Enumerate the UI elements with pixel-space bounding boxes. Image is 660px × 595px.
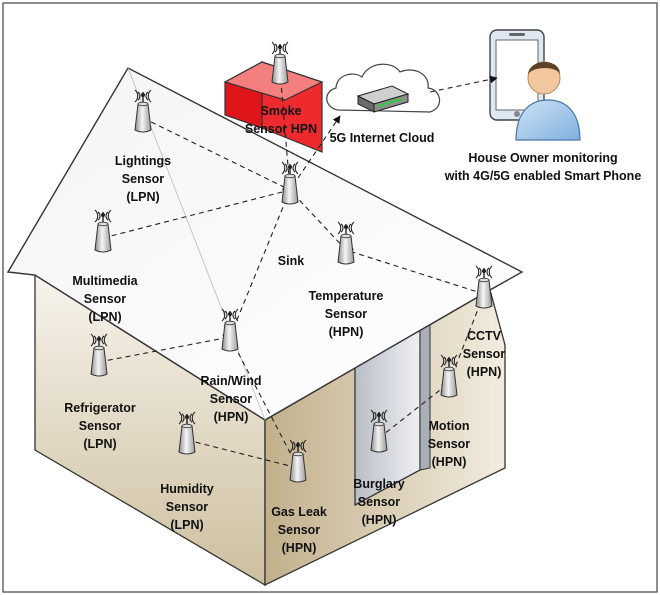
wireless-signal-icon [281, 161, 299, 175]
wireless-signal-icon [475, 265, 493, 279]
label-lightings-line3: (LPN) [126, 190, 159, 204]
label-motion-line3: (HPN) [432, 455, 467, 469]
sensor-rainwind [221, 308, 239, 352]
house-owner-person-icon [515, 61, 581, 141]
sensor-device-icon [475, 279, 493, 309]
label-multimedia-line3: (LPN) [88, 310, 121, 324]
label-sink-line1: Sink [278, 254, 304, 268]
label-smoke-line2: Sensor HPN [245, 122, 317, 136]
sensor-device-icon [289, 453, 307, 483]
link-cctv-temperature [345, 248, 485, 295]
link-sink-cloud [297, 115, 341, 179]
link-smoke-sink [279, 69, 294, 191]
label-temperature-line3: (HPN) [329, 325, 364, 339]
label-rainwind-line1: Rain/Wind [201, 374, 262, 388]
cloud-label: 5G Internet Cloud [330, 131, 435, 145]
sensor-multimedia [94, 209, 112, 253]
label-motion-line2: Sensor [428, 437, 471, 451]
label-humidity-line2: Sensor [166, 500, 209, 514]
label-temperature-line2: Sensor [325, 307, 368, 321]
wireless-signal-icon [337, 221, 355, 235]
label-refrigerator-line1: Refrigerator [64, 401, 136, 415]
wireless-signal-icon [271, 41, 289, 55]
wireless-signal-icon [289, 439, 307, 453]
label-humidity-line1: Humidity [160, 482, 214, 496]
sensor-temperature [337, 221, 355, 265]
label-refrigerator-line3: (LPN) [83, 437, 116, 451]
label-gasleak-line2: Sensor [278, 523, 321, 537]
link-temperature-sink [289, 189, 347, 251]
sensor-humidity [178, 411, 196, 455]
sensor-nodes [90, 41, 493, 483]
label-multimedia-line2: Sensor [84, 292, 127, 306]
label-multimedia-line1: Multimedia [72, 274, 138, 288]
link-cloud-phone [429, 75, 498, 93]
label-humidity-line3: (LPN) [170, 518, 203, 532]
internet-cloud [326, 63, 441, 113]
owner-label-line2: with 4G/5G enabled Smart Phone [444, 169, 642, 183]
sensor-device-icon [271, 55, 289, 85]
label-refrigerator-line2: Sensor [79, 419, 122, 433]
wireless-signal-icon [90, 333, 108, 347]
sensor-burglary [370, 409, 388, 453]
owner-label-line1: House Owner monitoring [468, 151, 617, 165]
label-temperature-line1: Temperature [309, 289, 384, 303]
link-burglary-motion [378, 382, 450, 439]
sensor-device-icon [94, 223, 112, 253]
sensor-sink [281, 161, 299, 205]
sensor-cctv [475, 265, 493, 309]
sensor-refrigerator [90, 333, 108, 377]
wireless-signal-icon [178, 411, 196, 425]
sensor-device-icon [221, 322, 239, 352]
wireless-signal-icon [134, 89, 152, 103]
label-burglary-line1: Burglary [353, 477, 404, 491]
label-rainwind-line3: (HPN) [214, 410, 249, 424]
sensor-device-icon [370, 423, 388, 453]
sensor-motion [440, 354, 458, 398]
sensor-smoke [271, 41, 289, 85]
wireless-signal-icon [221, 308, 239, 322]
sensor-lightings [134, 89, 152, 133]
link-lightings-sink [142, 117, 291, 191]
sensor-device-icon [178, 425, 196, 455]
label-gasleak-line3: (HPN) [282, 541, 317, 555]
sensor-device-icon [281, 175, 299, 205]
label-lightings-line2: Sensor [122, 172, 165, 186]
sensor-device-icon [134, 103, 152, 133]
label-cctv-line2: Sensor [463, 347, 506, 361]
label-rainwind-line2: Sensor [210, 392, 253, 406]
wireless-signal-icon [370, 409, 388, 423]
label-motion-line1: Motion [429, 419, 470, 433]
label-gasleak-line1: Gas Leak [271, 505, 327, 519]
wireless-signal-icon [94, 209, 112, 223]
sensor-device-icon [440, 368, 458, 398]
link-rainwind-gasleak [229, 336, 299, 469]
label-cctv-line3: (HPN) [467, 365, 502, 379]
label-burglary-line2: Sensor [358, 495, 401, 509]
label-smoke-line1: Smoke [261, 104, 302, 118]
sensor-device-icon [337, 235, 355, 265]
connection-links [98, 69, 498, 471]
sensor-device-icon [90, 347, 108, 377]
label-lightings-line1: Lightings [115, 154, 171, 168]
link-refrigerator-rainwind [98, 334, 231, 363]
label-cctv-line1: CCTV [467, 329, 502, 343]
wireless-signal-icon [440, 354, 458, 368]
link-humidity-gasleak [186, 439, 299, 471]
sensor-gasleak [289, 439, 307, 483]
label-burglary-line3: (HPN) [362, 513, 397, 527]
link-motion-cctv [448, 293, 485, 384]
